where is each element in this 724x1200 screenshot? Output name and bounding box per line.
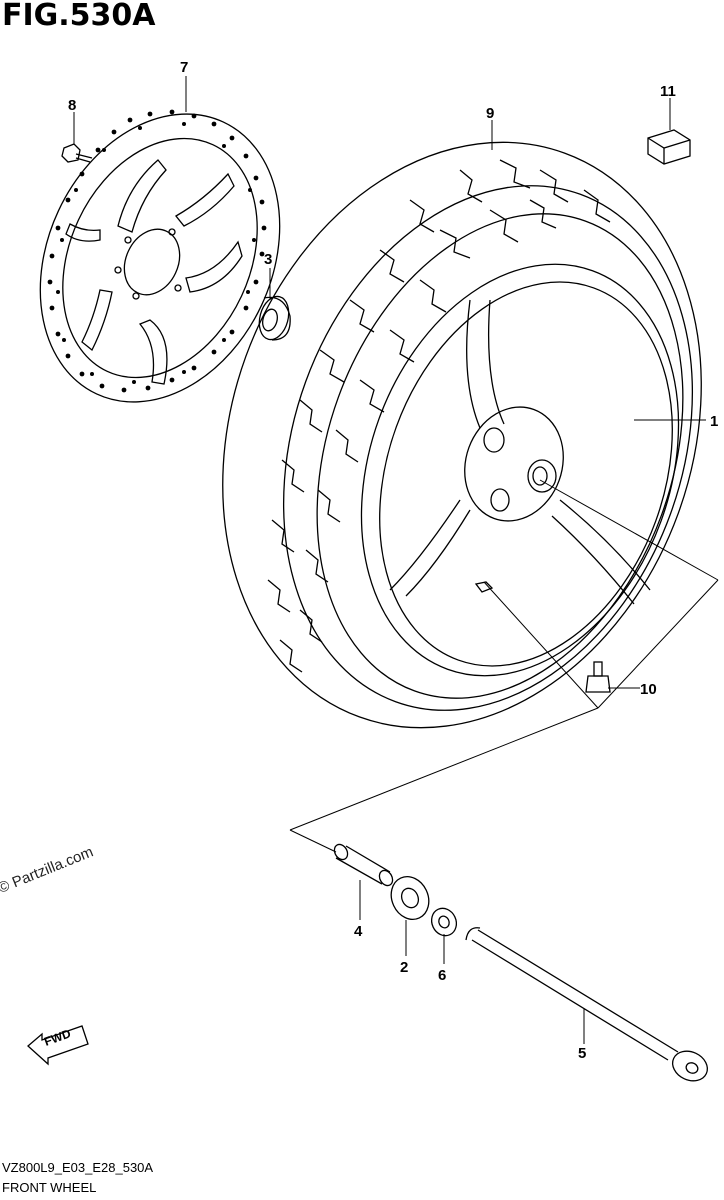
callout-5[interactable]: 5: [578, 1045, 586, 1062]
front-wheel-rim[interactable]: [307, 219, 724, 720]
callout-leaders: [73, 76, 706, 1044]
hub-bearing-right[interactable]: [384, 870, 435, 925]
balance-weight[interactable]: [647, 129, 691, 165]
brake-disc[interactable]: [0, 75, 325, 442]
disc-bolt[interactable]: [61, 143, 93, 163]
model-code: VZ800L9_E03_E28_530A: [2, 1160, 154, 1175]
fwd-arrow-icon: [27, 1025, 89, 1066]
callout-4[interactable]: 4: [354, 923, 363, 940]
tire-valve[interactable]: [585, 661, 611, 693]
front-axle[interactable]: [465, 927, 712, 1087]
callout-8[interactable]: 8: [68, 97, 76, 114]
callout-2[interactable]: 2: [400, 959, 408, 976]
callout-6[interactable]: 6: [438, 967, 446, 984]
callout-11[interactable]: 11: [660, 83, 676, 100]
wheel-spacer[interactable]: [332, 842, 395, 888]
disc-perforations: [47, 109, 267, 393]
callout-10[interactable]: 10: [640, 681, 657, 698]
figure-caption: FRONT WHEEL: [2, 1180, 97, 1195]
callout-7[interactable]: 7: [180, 59, 188, 76]
front-tire[interactable]: [143, 74, 724, 795]
hub-bearing-left[interactable]: [255, 293, 293, 343]
figure-title: FIG.530A: [2, 0, 156, 33]
callout-3[interactable]: 3: [264, 251, 272, 268]
callout-1[interactable]: 1: [710, 413, 718, 430]
axle-collar[interactable]: [427, 904, 461, 940]
callout-9[interactable]: 9: [486, 105, 494, 122]
assembly-guides: [289, 479, 719, 853]
